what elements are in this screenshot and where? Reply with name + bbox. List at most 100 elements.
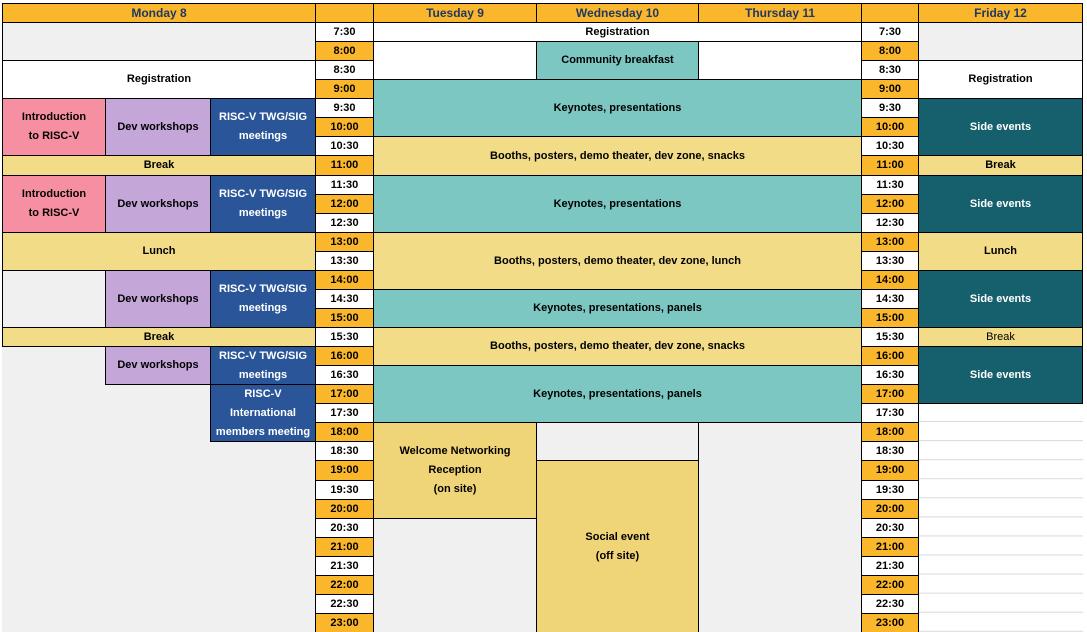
time-cell: 8:30 — [861, 60, 919, 80]
time-cell: 21:00 — [861, 537, 919, 557]
time-cell: 13:00 — [315, 232, 374, 252]
fri-side-events-4: Side events — [918, 346, 1083, 404]
mon-intro-1: Introduction to RISC-V — [2, 98, 106, 156]
tue-night-empty — [373, 518, 537, 632]
time-cell: 15:00 — [315, 308, 374, 328]
time-cell: 12:30 — [861, 213, 919, 233]
mid-booths-3: Booths, posters, demo theater, dev zone,… — [373, 327, 862, 366]
day-header-tuesday: Tuesday 9 — [373, 3, 537, 23]
mon-empty-evening-3 — [210, 441, 316, 632]
time-cell: 11:30 — [861, 175, 919, 195]
mon-twg-2: RISC-V TWG/SIG meetings — [210, 175, 316, 233]
tue-early-empty — [373, 41, 537, 80]
time-cell: 21:00 — [315, 537, 374, 557]
mon-intro-2: Introduction to RISC-V — [2, 175, 106, 233]
time-cell: 13:00 — [861, 232, 919, 252]
time-cell: 14:30 — [315, 289, 374, 309]
thu-evening-empty — [698, 422, 862, 632]
fri-side-events-2: Side events — [918, 175, 1083, 233]
time-cell: 22:00 — [861, 575, 919, 595]
mid-keynotes-1: Keynotes, presentations — [373, 79, 862, 137]
time-cell: 9:30 — [315, 98, 374, 118]
mon-lunch: Lunch — [2, 232, 316, 271]
day-header-friday: Friday 12 — [918, 3, 1083, 23]
time-cell: 15:30 — [315, 327, 374, 347]
time-cell: 11:30 — [315, 175, 374, 195]
fri-early-empty — [918, 22, 1083, 61]
time-header-left — [315, 3, 374, 23]
time-cell: 12:00 — [315, 194, 374, 214]
day-header-wednesday: Wednesday 10 — [536, 3, 699, 23]
time-cell: 23:00 — [315, 613, 374, 632]
time-cell: 22:30 — [315, 594, 374, 614]
day-header-thursday: Thursday 11 — [698, 3, 862, 23]
fri-break-1: Break — [918, 155, 1083, 176]
time-cell: 18:00 — [315, 422, 374, 442]
fri-side-events-1: Side events — [918, 98, 1083, 156]
time-cell: 22:00 — [315, 575, 374, 595]
time-cell: 12:30 — [315, 213, 374, 233]
time-cell: 12:00 — [861, 194, 919, 214]
time-cell: 22:30 — [861, 594, 919, 614]
time-cell: 14:30 — [861, 289, 919, 309]
time-cell: 8:00 — [315, 41, 374, 61]
mon-dev-2: Dev workshops — [105, 175, 211, 233]
tue-reception: Welcome Networking Reception (on site) — [373, 422, 537, 519]
mon-twg-3: RISC-V TWG/SIG meetings — [210, 270, 316, 328]
time-cell: 14:00 — [861, 270, 919, 290]
mid-booths-1: Booths, posters, demo theater, dev zone,… — [373, 136, 862, 176]
mon-dev-3: Dev workshops — [105, 270, 211, 328]
time-cell: 21:30 — [861, 556, 919, 576]
time-cell: 10:30 — [315, 136, 374, 156]
time-cell: 13:30 — [315, 251, 374, 271]
time-cell: 20:30 — [315, 518, 374, 538]
time-cell: 16:00 — [861, 346, 919, 366]
time-cell: 19:00 — [861, 460, 919, 481]
time-cell: 16:30 — [315, 365, 374, 385]
fri-registration: Registration — [918, 60, 1083, 99]
time-cell: 7:30 — [861, 22, 919, 42]
mid-keynotes-2: Keynotes, presentations — [373, 175, 862, 233]
time-cell: 20:00 — [315, 499, 374, 519]
time-cell: 18:30 — [861, 441, 919, 461]
time-cell: 23:00 — [861, 613, 919, 632]
mon-empty-evening-2 — [105, 384, 211, 632]
mid-keynotes-4: Keynotes, presentations, panels — [373, 365, 862, 423]
time-cell: 10:00 — [315, 117, 374, 137]
time-cell: 17:00 — [861, 384, 919, 404]
time-cell: 8:00 — [861, 41, 919, 61]
mon-intl-meeting: RISC-V International members meeting — [210, 384, 316, 442]
fri-side-events-3: Side events — [918, 270, 1083, 328]
time-cell: 19:30 — [315, 480, 374, 500]
mid-booths-2: Booths, posters, demo theater, dev zone,… — [373, 232, 862, 290]
time-cell: 18:00 — [861, 422, 919, 442]
time-cell: 20:00 — [861, 499, 919, 519]
time-cell: 9:00 — [861, 79, 919, 99]
time-cell: 21:30 — [315, 556, 374, 576]
time-cell: 13:30 — [861, 251, 919, 271]
time-cell: 19:30 — [861, 480, 919, 500]
mon-twg-4: RISC-V TWG/SIG meetings — [210, 346, 316, 385]
mon-registration: Registration — [2, 60, 316, 99]
mon-empty-evening-1 — [2, 346, 106, 632]
time-cell: 16:00 — [315, 346, 374, 366]
time-cell: 11:00 — [861, 155, 919, 176]
mon-break-1: Break — [2, 155, 316, 176]
mon-dev-4: Dev workshops — [105, 346, 211, 385]
time-cell: 17:00 — [315, 384, 374, 404]
fri-break-2: Break — [918, 327, 1083, 347]
fri-lunch: Lunch — [918, 232, 1083, 271]
time-cell: 10:30 — [861, 136, 919, 156]
time-cell: 15:00 — [861, 308, 919, 328]
mon-twg-1: RISC-V TWG/SIG meetings — [210, 98, 316, 156]
time-header-right — [861, 3, 919, 23]
mon-break-2: Break — [2, 327, 316, 347]
wed-evening-empty — [536, 422, 699, 461]
day-header-monday: Monday 8 — [2, 3, 316, 23]
mon-empty-afternoon — [2, 270, 106, 328]
wed-social-event: Social event (off site) — [536, 460, 699, 632]
time-cell: 19:00 — [315, 460, 374, 481]
time-cell: 7:30 — [315, 22, 374, 42]
time-cell: 9:00 — [315, 79, 374, 99]
